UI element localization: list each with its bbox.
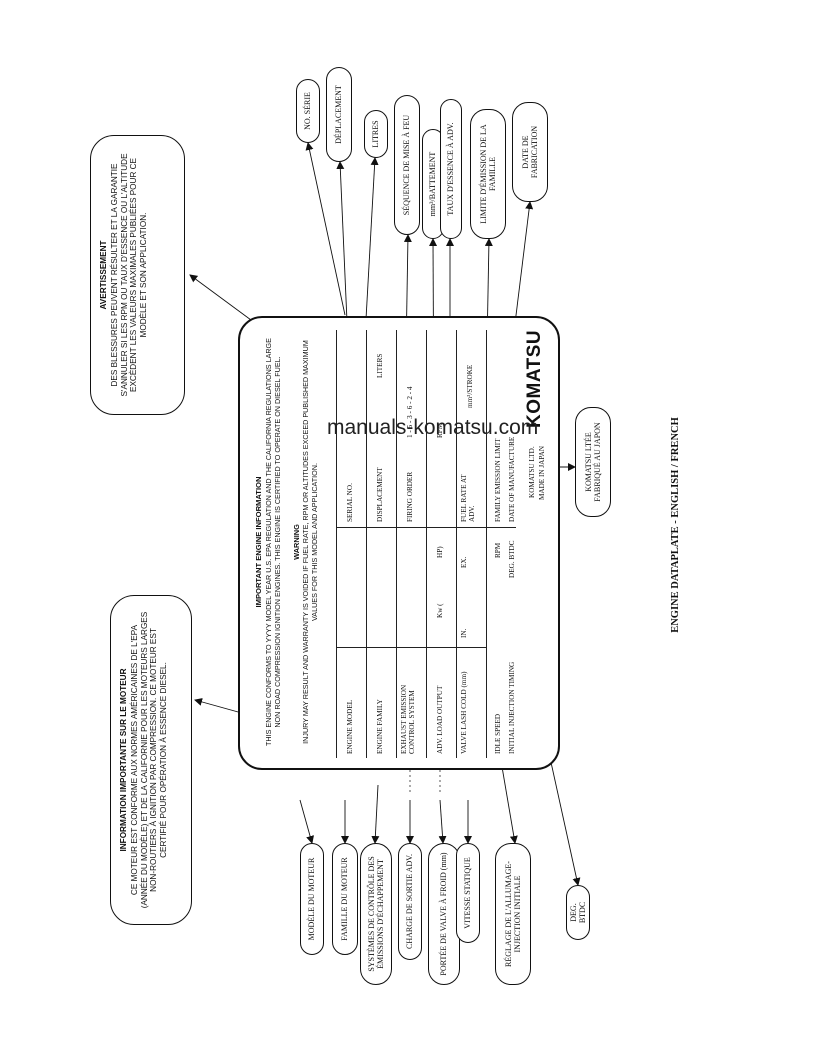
diagram-caption: ENGINE DATAPLATE - ENGLISH / FRENCH [670,417,681,633]
row-fuel-rate: FUEL RATE AT ADV. [460,474,477,522]
bubble-systemes-controle: SYSTÈMES DE CONTRÔLE DES ÉMISSIONS D'ÉCH… [360,843,392,985]
leader-portee [438,799,447,844]
row-rpm2: RPM [494,542,502,558]
info-body: CE MOTEUR EST CONFORME AUX NORMES AMÉRIC… [130,611,169,909]
info-title: INFORMATION IMPORTANTE SUR LE MOTEUR [119,668,128,852]
row-adv-load-output: ADV. LOAD OUTPUT [436,685,444,754]
info-importante-box: INFORMATION IMPORTANTE SUR LE MOTEUR CE … [110,595,192,925]
bubble-modele-moteur: MODÈLE DU MOTEUR [300,843,324,955]
row-initial-injection: INITIAL INJECTION TIMING [508,661,516,754]
row-displacement: DISPLACEMENT [376,467,384,522]
avertissement-box: AVERTISSEMENT DES BLESSURES PEUVENT RÉSU… [90,135,185,415]
komatsu-logo: KOMATSU [524,329,545,428]
watermark: manuals-komatsu.com [327,416,539,439]
row-engine-family: ENGINE FAMILY [376,699,384,754]
row-engine-model: ENGINE MODEL [346,699,354,754]
avertissement-title: AVERTISSEMENT [99,240,108,310]
engine-dataplate: IMPORTANT ENGINE INFORMATION THIS ENGINE… [238,316,560,770]
bubble-sequence: SÉQUENCE DE MISE À FEU [394,95,420,235]
plate-warning-body: INJURY MAY RESULT AND WARRANTY IS VOIDED… [301,340,319,744]
row-deg-btdc: DEG. BTDC [508,540,516,578]
bubble-deg-btdc: DEG. BTDC [566,885,590,940]
row-idle-speed: IDLE SPEED [494,713,502,754]
bubble-charge-sortie: CHARGE DE SORTIE ADV. [398,843,422,960]
avertissement-body: DES BLESSURES PEUVENT RÉSULTER ET LA GAR… [110,153,149,397]
bubble-vitesse-statique: VITESSE STATIQUE [456,843,480,943]
bubble-deplacement: DÉPLACEMENT [326,67,352,162]
row-serial-no: SERIAL NO. [346,483,354,522]
row-firing-order-label: FIRING ORDER [406,471,414,522]
leader-systemes [371,784,380,844]
bubble-date-fabrication: DATE DE FABRICATION [512,102,548,202]
bubble-komatsu-ltee: KOMATSU LTÉE FABRIQUÉ AU JAPON [575,407,611,517]
plate-warning-title: WARNING [292,524,301,560]
row-valve-lash: VALVE LASH COLD (mm) [460,671,468,754]
leader-modele [299,799,314,844]
row-maker-line1: KOMATSU LTD. [528,446,536,498]
plate-header-body: THIS ENGINE CONFORMS TO YYYY MODEL YEAR … [264,338,282,746]
row-family-emission: FAMILY EMISSION LIMIT [494,438,502,522]
bubble-taux: TAUX D'ESSENCE À ADV. [440,99,462,239]
row-exhaust-emission: EXHAUST EMISSION CONTROL SYSTEM [400,684,417,754]
bubble-no-serie: NO. SÉRIE [296,79,320,143]
row-mm3-stroke: mm³/STROKE [466,364,474,408]
bubble-reglage-allumage: RÉGLAGE DE L'ALLUMAGE-INJECTION INITIALE [495,843,531,985]
row-hp: HP) [436,546,444,558]
bubble-famille-moteur: FAMILLE DU MOTEUR [332,843,358,955]
row-in: IN. [460,628,468,638]
bubble-limite: LIMITE D'ÉMISSION DE LA FAMILLE [470,109,506,239]
row-ex: EX. [460,556,468,568]
plate-header-title: IMPORTANT ENGINE INFORMATION [254,476,263,608]
row-date-manufacture: DATE OF MANUFACTURE [508,436,516,522]
row-maker-line2: MADE IN JAPAN [538,445,546,500]
bubble-litres: LITRES [364,110,388,158]
row-liters: LITERS [376,353,384,378]
row-kw: Kw ( [436,603,444,618]
leader-no-serie [305,142,346,316]
